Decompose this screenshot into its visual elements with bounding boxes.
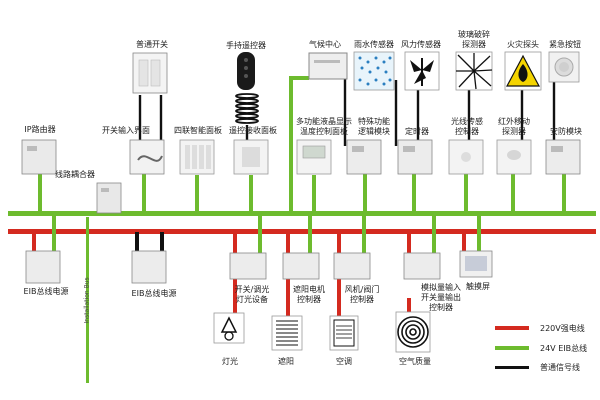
line-coupler-device xyxy=(96,182,122,214)
ac-icon xyxy=(329,315,359,351)
lower-drops xyxy=(32,214,481,318)
label-lcd-panel: 多功能液晶显示 温度控制面板 xyxy=(296,117,352,136)
label-lighting: 灯光 xyxy=(222,357,238,366)
label-shade-motor: 遮阳电机 控制器 xyxy=(293,285,325,304)
timer-device xyxy=(397,139,433,175)
lightbulb-icon xyxy=(213,312,245,344)
common-switch-device xyxy=(132,52,168,94)
label-ip-router: IP路由器 xyxy=(24,125,56,134)
touch-screen-device xyxy=(459,250,493,278)
label-glass-break: 玻璃破碎 探测器 xyxy=(458,30,490,49)
label-four-panel: 四联智能面板 xyxy=(174,126,222,135)
wind-sensor-icon xyxy=(404,51,440,91)
ir-detector-device xyxy=(496,139,532,175)
analog-device xyxy=(403,252,441,280)
label-wind-sensor: 风力传感器 xyxy=(401,40,441,49)
label-fire-probe: 火灾探头 xyxy=(507,40,539,49)
label-logic-module: 特殊功能 逻辑模块 xyxy=(358,117,390,136)
fan-valve-device xyxy=(333,252,371,280)
label-line-coupler: 线路耦合器 xyxy=(55,170,95,179)
label-eib-power: EIB总线电源 xyxy=(131,289,177,298)
upper-green-drops xyxy=(38,76,566,212)
light-control-device xyxy=(229,252,267,280)
label-fan-valve: 风机/阀门 控制器 xyxy=(344,285,380,304)
switch-interface-device xyxy=(129,139,165,175)
label-remote: 手持遥控器 xyxy=(226,41,266,50)
label-common-switch: 普通开关 xyxy=(136,40,168,49)
label-air-quality: 空气质量 xyxy=(399,357,431,366)
legend-item-signal: 普通信号线 xyxy=(540,363,580,372)
label-remote-receiver: 遥控接收面板 xyxy=(229,126,277,135)
legend-item-220v: 220V强电线 xyxy=(540,324,585,333)
fire-probe-icon xyxy=(504,51,542,91)
legend-item-24v: 24V EIB总线 xyxy=(540,344,588,353)
label-timer: 定时器 xyxy=(405,127,429,136)
label-ac: 空调 xyxy=(336,357,352,366)
red-main-bus xyxy=(8,229,596,234)
weather-center-device xyxy=(308,52,348,80)
label-analog: 模拟量输入 开关量输出 控制器 xyxy=(421,283,461,312)
remote-receiver-device xyxy=(233,139,269,175)
eib-power-left-device xyxy=(25,250,61,284)
shade-motor-device xyxy=(282,252,320,280)
remote-control-device xyxy=(237,52,255,90)
label-emergency-button: 紧急按钮 xyxy=(549,40,581,49)
four-panel-device xyxy=(179,139,215,175)
logic-module-device xyxy=(346,139,382,175)
rain-sensor-icon xyxy=(353,51,395,91)
label-security-module: 安防模块 xyxy=(550,127,582,136)
security-module-device xyxy=(545,139,581,175)
label-ir-detector: 红外移动 探测器 xyxy=(498,117,530,136)
label-weather-center: 气候中心 xyxy=(309,40,341,49)
label-light-control: 开关/调光 灯光设备 xyxy=(234,285,270,304)
label-rain-sensor: 雨水传感器 xyxy=(354,40,394,49)
emergency-button-icon xyxy=(548,51,580,83)
legend-swatches xyxy=(495,326,529,369)
label-eib-power-left: EIB总线电源 xyxy=(23,287,69,296)
air-quality-fan-icon xyxy=(395,311,431,353)
eib-power-device xyxy=(131,250,167,284)
label-touch-screen: 触摸屏 xyxy=(466,282,490,291)
light-sensor-device xyxy=(448,139,484,175)
remote-coil-icon xyxy=(235,93,259,124)
label-installation-bus: Installation Bus xyxy=(83,277,91,324)
blinds-icon xyxy=(271,315,303,351)
ip-router-device xyxy=(21,139,57,175)
label-light-sensor: 光线传感 控制器 xyxy=(451,117,483,136)
green-main-bus xyxy=(8,211,596,216)
lcd-panel-device xyxy=(296,139,332,175)
label-shading: 遮阳 xyxy=(278,357,294,366)
label-switch-interface: 开关输入界面 xyxy=(102,126,150,135)
glass-break-icon xyxy=(455,51,493,91)
